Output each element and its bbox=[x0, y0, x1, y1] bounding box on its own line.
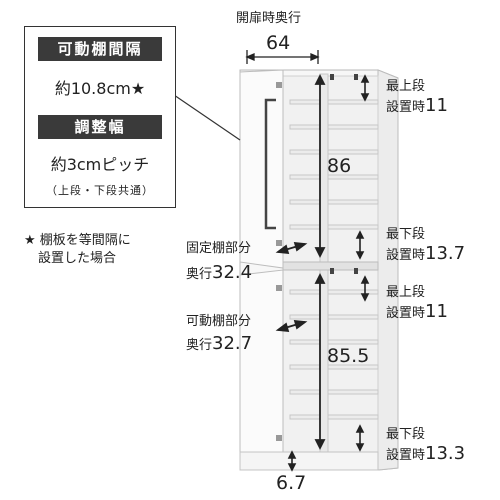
fixed-shelf-label: 固定棚部分 bbox=[186, 241, 252, 256]
right-label-line: 設置時 bbox=[386, 248, 426, 263]
lower-height-arrow bbox=[314, 272, 326, 451]
right-label-line: 最上段 bbox=[386, 79, 426, 94]
right-label-value: 11 bbox=[425, 301, 448, 322]
movable-pitch-title: 可動棚間隔 bbox=[38, 37, 162, 61]
movable-shelf-depth-prefix: 奥行 bbox=[186, 338, 213, 353]
cabinet-side-panel bbox=[377, 69, 399, 471]
shelf-pegs bbox=[330, 74, 358, 274]
top-depth-dimension bbox=[245, 50, 320, 64]
fixed-shelf-depth-prefix: 奥行 bbox=[186, 267, 213, 282]
right-label-value: 13.3 bbox=[425, 443, 466, 464]
fixed-shelf-depth: 奥行32.4 bbox=[186, 262, 252, 283]
hinges bbox=[276, 82, 282, 441]
right-label-line: 設置時 bbox=[386, 100, 426, 115]
right-label-line: 設置時 bbox=[386, 448, 426, 463]
right-label-line: 最上段 bbox=[386, 285, 426, 300]
lower-height-value: 85.5 bbox=[327, 345, 370, 367]
movable-shelf-label: 可動棚部分 bbox=[186, 314, 252, 329]
upper-height-value: 86 bbox=[327, 155, 352, 177]
adjust-title: 調整幅 bbox=[38, 115, 162, 139]
upper-door bbox=[239, 69, 284, 269]
movable-pitch-value: 約10.8cm★ bbox=[54, 79, 146, 98]
top-depth-label: 開扉時奥行 bbox=[236, 11, 302, 26]
movable-depth-arrow bbox=[275, 319, 308, 333]
plinth-height-value: 6.7 bbox=[276, 472, 307, 494]
right-label-line: 設置時 bbox=[386, 306, 426, 321]
door-handle bbox=[264, 98, 276, 230]
movable-shelf-depth: 奥行32.7 bbox=[186, 333, 252, 354]
right-label-lower-top: 最上段 設置時11 bbox=[386, 284, 448, 322]
top-depth-value: 64 bbox=[266, 32, 291, 54]
right-label-line: 最下段 bbox=[386, 227, 426, 242]
callout-connector bbox=[173, 94, 241, 141]
right-label-line: 最下段 bbox=[386, 427, 426, 442]
fixed-shelf-depth-value: 32.4 bbox=[212, 262, 253, 283]
fixed-depth-arrow bbox=[275, 241, 308, 255]
plinth bbox=[239, 451, 379, 471]
right-label-value: 13.7 bbox=[425, 243, 466, 264]
adjust-value: 約3cmピッチ bbox=[50, 155, 150, 174]
right-label-lower-bottom: 最下段 設置時13.3 bbox=[386, 426, 465, 464]
right-label-upper-top: 最上段 設置時11 bbox=[386, 78, 448, 116]
right-label-value: 11 bbox=[425, 95, 448, 116]
adjust-note: （上段・下段共通） bbox=[46, 184, 154, 197]
plinth-height-arrow bbox=[287, 450, 297, 472]
note-line-2: 設置した場合 bbox=[38, 251, 117, 266]
upper-height-arrow bbox=[314, 73, 326, 259]
right-label-upper-bottom: 最下段 設置時13.7 bbox=[386, 226, 465, 264]
movable-shelf-depth-value: 32.7 bbox=[212, 333, 253, 354]
spec-box: 可動棚間隔 約10.8cm★ 調整幅 約3cmピッチ （上段・下段共通） bbox=[24, 26, 176, 208]
right-height-arrows bbox=[355, 74, 370, 452]
note-line-1: ★ 棚板を等間隔に bbox=[24, 233, 131, 248]
